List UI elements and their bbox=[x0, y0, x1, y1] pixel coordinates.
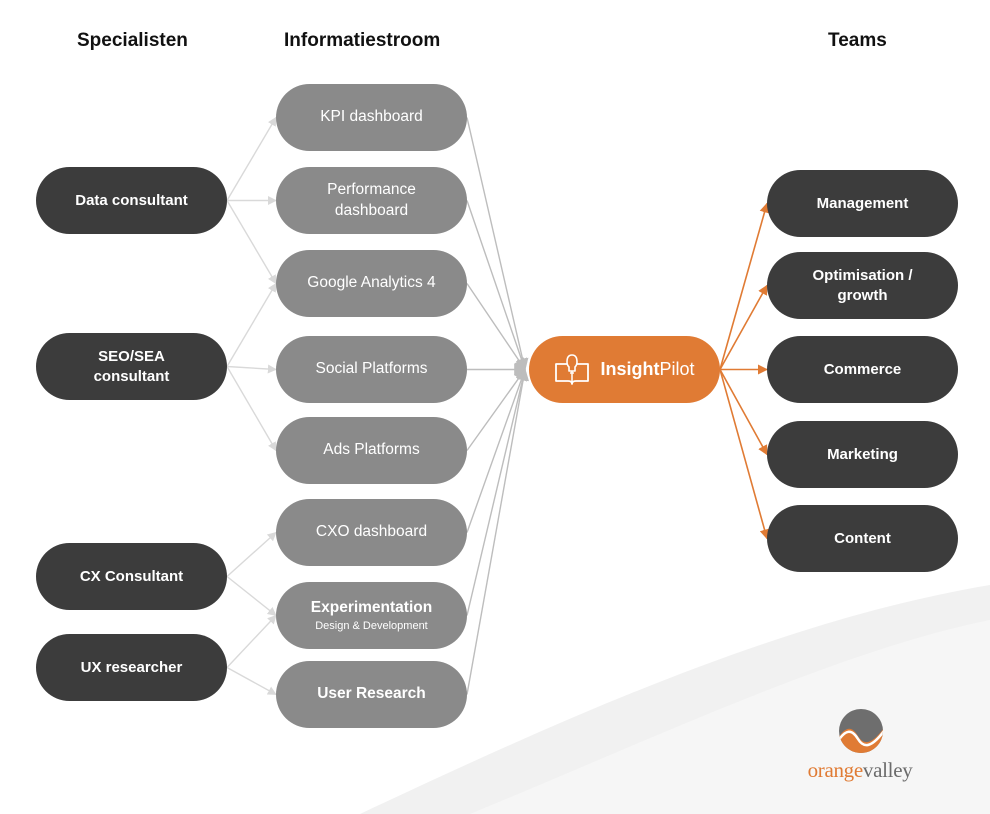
source-experimentation: Experimentation Design & Development bbox=[276, 582, 467, 649]
specialist-label: Data consultant bbox=[75, 191, 188, 209]
source-label: Social Platforms bbox=[315, 360, 428, 378]
header-specialists: Specialisten bbox=[77, 30, 188, 51]
edge-specialist-to-source bbox=[226, 116, 277, 201]
edge-hub-to-team bbox=[719, 284, 768, 370]
specialist-data-consultant: Data consultant bbox=[36, 167, 227, 234]
edge-hub-to-team bbox=[719, 202, 770, 370]
edge-source-to-hub bbox=[466, 117, 529, 371]
team-label: Management bbox=[816, 194, 909, 212]
edge-source-to-hub bbox=[466, 200, 528, 371]
team-management: Management bbox=[767, 170, 958, 237]
edge-source-to-hub bbox=[466, 368, 526, 451]
header-teams: Teams bbox=[828, 30, 887, 51]
source-google-analytics-4: Google Analytics 4 bbox=[276, 250, 467, 317]
orangevalley-wordmark: orangevalley bbox=[800, 758, 920, 783]
edge-hub-to-team bbox=[719, 369, 768, 456]
source-social-platforms: Social Platforms bbox=[276, 336, 467, 403]
team-optimisation-growth: Optimisation / growth bbox=[767, 252, 958, 319]
hub-label-bold: Insight bbox=[600, 358, 660, 379]
source-label: Google Analytics 4 bbox=[307, 274, 436, 292]
edge-hub-to-team bbox=[719, 369, 770, 540]
orangevalley-logo: orangevalley bbox=[800, 708, 920, 788]
edge-source-to-hub bbox=[466, 368, 528, 533]
edge-specialist-to-source bbox=[226, 200, 277, 285]
team-label: Marketing bbox=[827, 445, 898, 463]
edge-specialist-to-source bbox=[226, 575, 277, 617]
source-performance-dashboard: Performance dashboard bbox=[276, 167, 467, 234]
source-cxo-dashboard: CXO dashboard bbox=[276, 499, 467, 566]
source-label: Performance dashboard bbox=[327, 181, 416, 219]
edge-specialist-to-source bbox=[226, 614, 277, 668]
specialist-ux-researcher: UX researcher bbox=[36, 634, 227, 701]
hub-label-regular: Pilot bbox=[659, 358, 695, 379]
edge-specialist-to-source bbox=[226, 282, 277, 367]
header-information-flow: Informatiestroom bbox=[284, 30, 441, 51]
edge-specialist-to-source bbox=[226, 364, 277, 374]
logo-text-orange: orange bbox=[807, 758, 864, 782]
edge-source-to-hub bbox=[466, 368, 529, 616]
team-commerce: Commerce bbox=[767, 336, 958, 403]
specialist-cx-consultant: CX Consultant bbox=[36, 543, 227, 610]
source-sublabel: Design & Development bbox=[315, 619, 428, 632]
source-label: KPI dashboard bbox=[320, 108, 423, 126]
logo-text-valley: valley bbox=[862, 758, 913, 782]
team-marketing: Marketing bbox=[767, 421, 958, 488]
source-ads-platforms: Ads Platforms bbox=[276, 417, 467, 484]
specialist-label: UX researcher bbox=[80, 658, 183, 676]
source-label: User Research bbox=[317, 685, 426, 703]
team-content: Content bbox=[767, 505, 958, 572]
team-label: Commerce bbox=[823, 360, 902, 378]
edge-specialist-to-source bbox=[226, 366, 277, 452]
orangevalley-logo-mark-icon bbox=[839, 709, 883, 753]
edge-specialist-to-source bbox=[226, 666, 277, 696]
team-label: Optimisation / growth bbox=[812, 267, 913, 304]
lightbulb-book-icon bbox=[555, 353, 590, 385]
source-kpi-dashboard: KPI dashboard bbox=[276, 84, 467, 151]
edge-source-to-hub bbox=[466, 283, 526, 371]
edge-source-to-hub bbox=[466, 368, 530, 695]
source-label: Experimentation bbox=[310, 598, 433, 616]
source-user-research: User Research bbox=[276, 661, 467, 728]
specialist-label: SEO/SEA consultant bbox=[93, 348, 170, 385]
source-label: CXO dashboard bbox=[315, 523, 428, 541]
team-label: Content bbox=[834, 529, 891, 547]
specialist-seo-sea-consultant: SEO/SEA consultant bbox=[36, 333, 227, 400]
edge-specialist-to-source bbox=[226, 531, 277, 578]
specialist-label: CX Consultant bbox=[79, 567, 184, 585]
source-label: Ads Platforms bbox=[323, 441, 420, 459]
